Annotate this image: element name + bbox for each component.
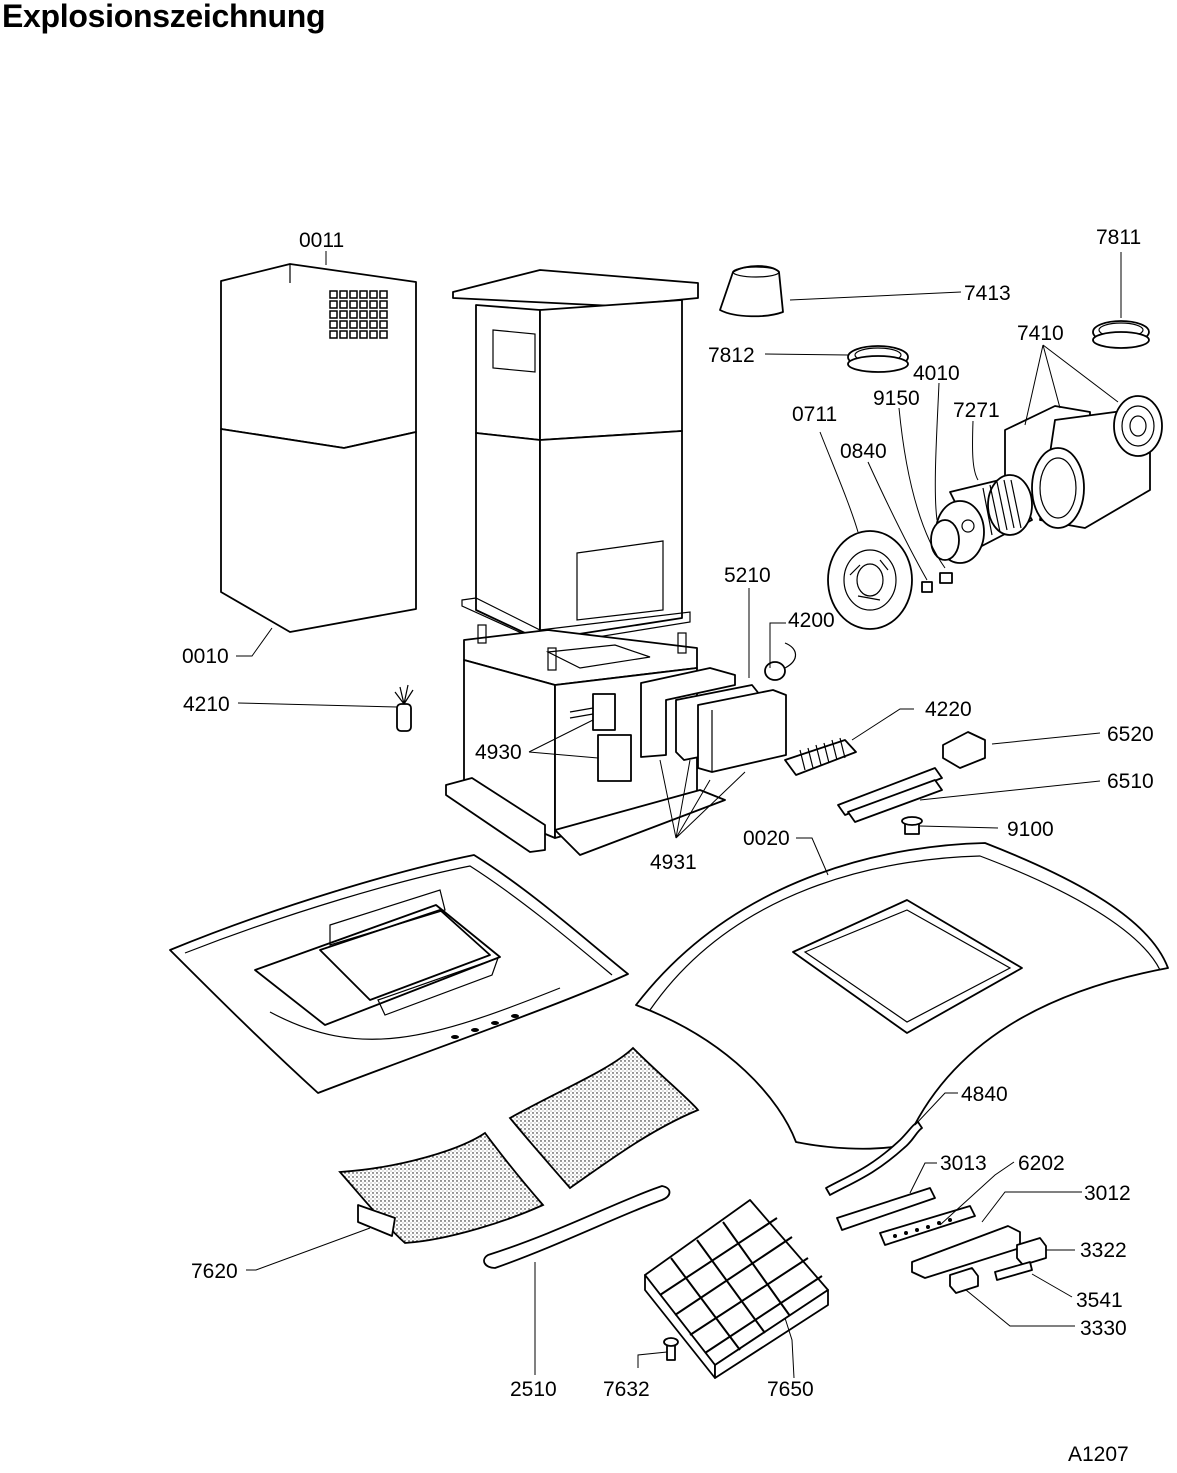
part-label-0020: 0020 bbox=[743, 827, 790, 850]
part-label-2510: 2510 bbox=[510, 1378, 557, 1401]
capacitor-part bbox=[394, 684, 414, 732]
cover-plate-part bbox=[827, 530, 953, 630]
part-label-6520: 6520 bbox=[1107, 723, 1154, 746]
control-parts bbox=[825, 1121, 1047, 1294]
part-label-0010: 0010 bbox=[182, 645, 229, 668]
part-label-3330: 3330 bbox=[1080, 1317, 1127, 1340]
part-label-3322: 3322 bbox=[1080, 1239, 1127, 1262]
flange-rings-part bbox=[847, 320, 1150, 373]
glass-canopy-part bbox=[635, 842, 1169, 1150]
part-label-7271: 7271 bbox=[953, 399, 1000, 422]
impeller-motor-part bbox=[930, 474, 1033, 564]
part-label-7620: 7620 bbox=[191, 1260, 238, 1283]
part-label-7632: 7632 bbox=[603, 1378, 650, 1401]
part-label-4220: 4220 bbox=[925, 698, 972, 721]
part-label-7812: 7812 bbox=[708, 344, 755, 367]
part-label-0011: 0011 bbox=[299, 229, 344, 252]
part-label-6202: 6202 bbox=[1018, 1152, 1065, 1175]
vent-grille bbox=[329, 290, 388, 339]
chimney-cover-part bbox=[220, 263, 417, 633]
part-label-4200: 4200 bbox=[788, 609, 835, 632]
leader-lines bbox=[236, 251, 1122, 1379]
screw-part bbox=[663, 1337, 679, 1361]
carbon-filter-part bbox=[644, 1199, 829, 1379]
part-label-3012: 3012 bbox=[1084, 1182, 1131, 1205]
electronics-boxes-part bbox=[569, 642, 797, 782]
part-label-7413: 7413 bbox=[964, 282, 1011, 305]
part-label-9100: 9100 bbox=[1007, 818, 1054, 841]
chimney-frame-part bbox=[452, 269, 699, 646]
drawing-code: A1207 bbox=[1068, 1443, 1129, 1466]
terminal-block-part bbox=[784, 737, 857, 776]
part-label-4840: 4840 bbox=[961, 1083, 1008, 1106]
part-label-4210: 4210 bbox=[183, 693, 230, 716]
part-label-3013: 3013 bbox=[940, 1152, 987, 1175]
part-label-3541: 3541 bbox=[1076, 1289, 1123, 1312]
part-label-7410: 7410 bbox=[1017, 322, 1064, 345]
part-label-0840: 0840 bbox=[840, 440, 887, 463]
part-label-6510: 6510 bbox=[1107, 770, 1154, 793]
part-number-labels: 0011 0010 4210 7413 7811 7812 7410 4010 … bbox=[182, 226, 1154, 1401]
hood-base-part bbox=[169, 854, 629, 1094]
page-title: Explosionszeichnung bbox=[2, 0, 326, 34]
part-label-7650: 7650 bbox=[767, 1378, 814, 1401]
cone-adapter-part bbox=[719, 265, 784, 318]
seal-strip-part bbox=[483, 1185, 671, 1269]
part-label-4931: 4931 bbox=[650, 851, 697, 874]
part-label-9150: 9150 bbox=[873, 387, 920, 410]
part-label-0711: 0711 bbox=[792, 403, 837, 426]
part-label-4930: 4930 bbox=[475, 741, 522, 764]
grease-filters-part bbox=[338, 1046, 700, 1244]
lamp-parts bbox=[837, 731, 986, 835]
part-label-4010: 4010 bbox=[913, 362, 960, 385]
part-label-5210: 5210 bbox=[724, 564, 771, 587]
part-label-7811: 7811 bbox=[1096, 226, 1141, 249]
